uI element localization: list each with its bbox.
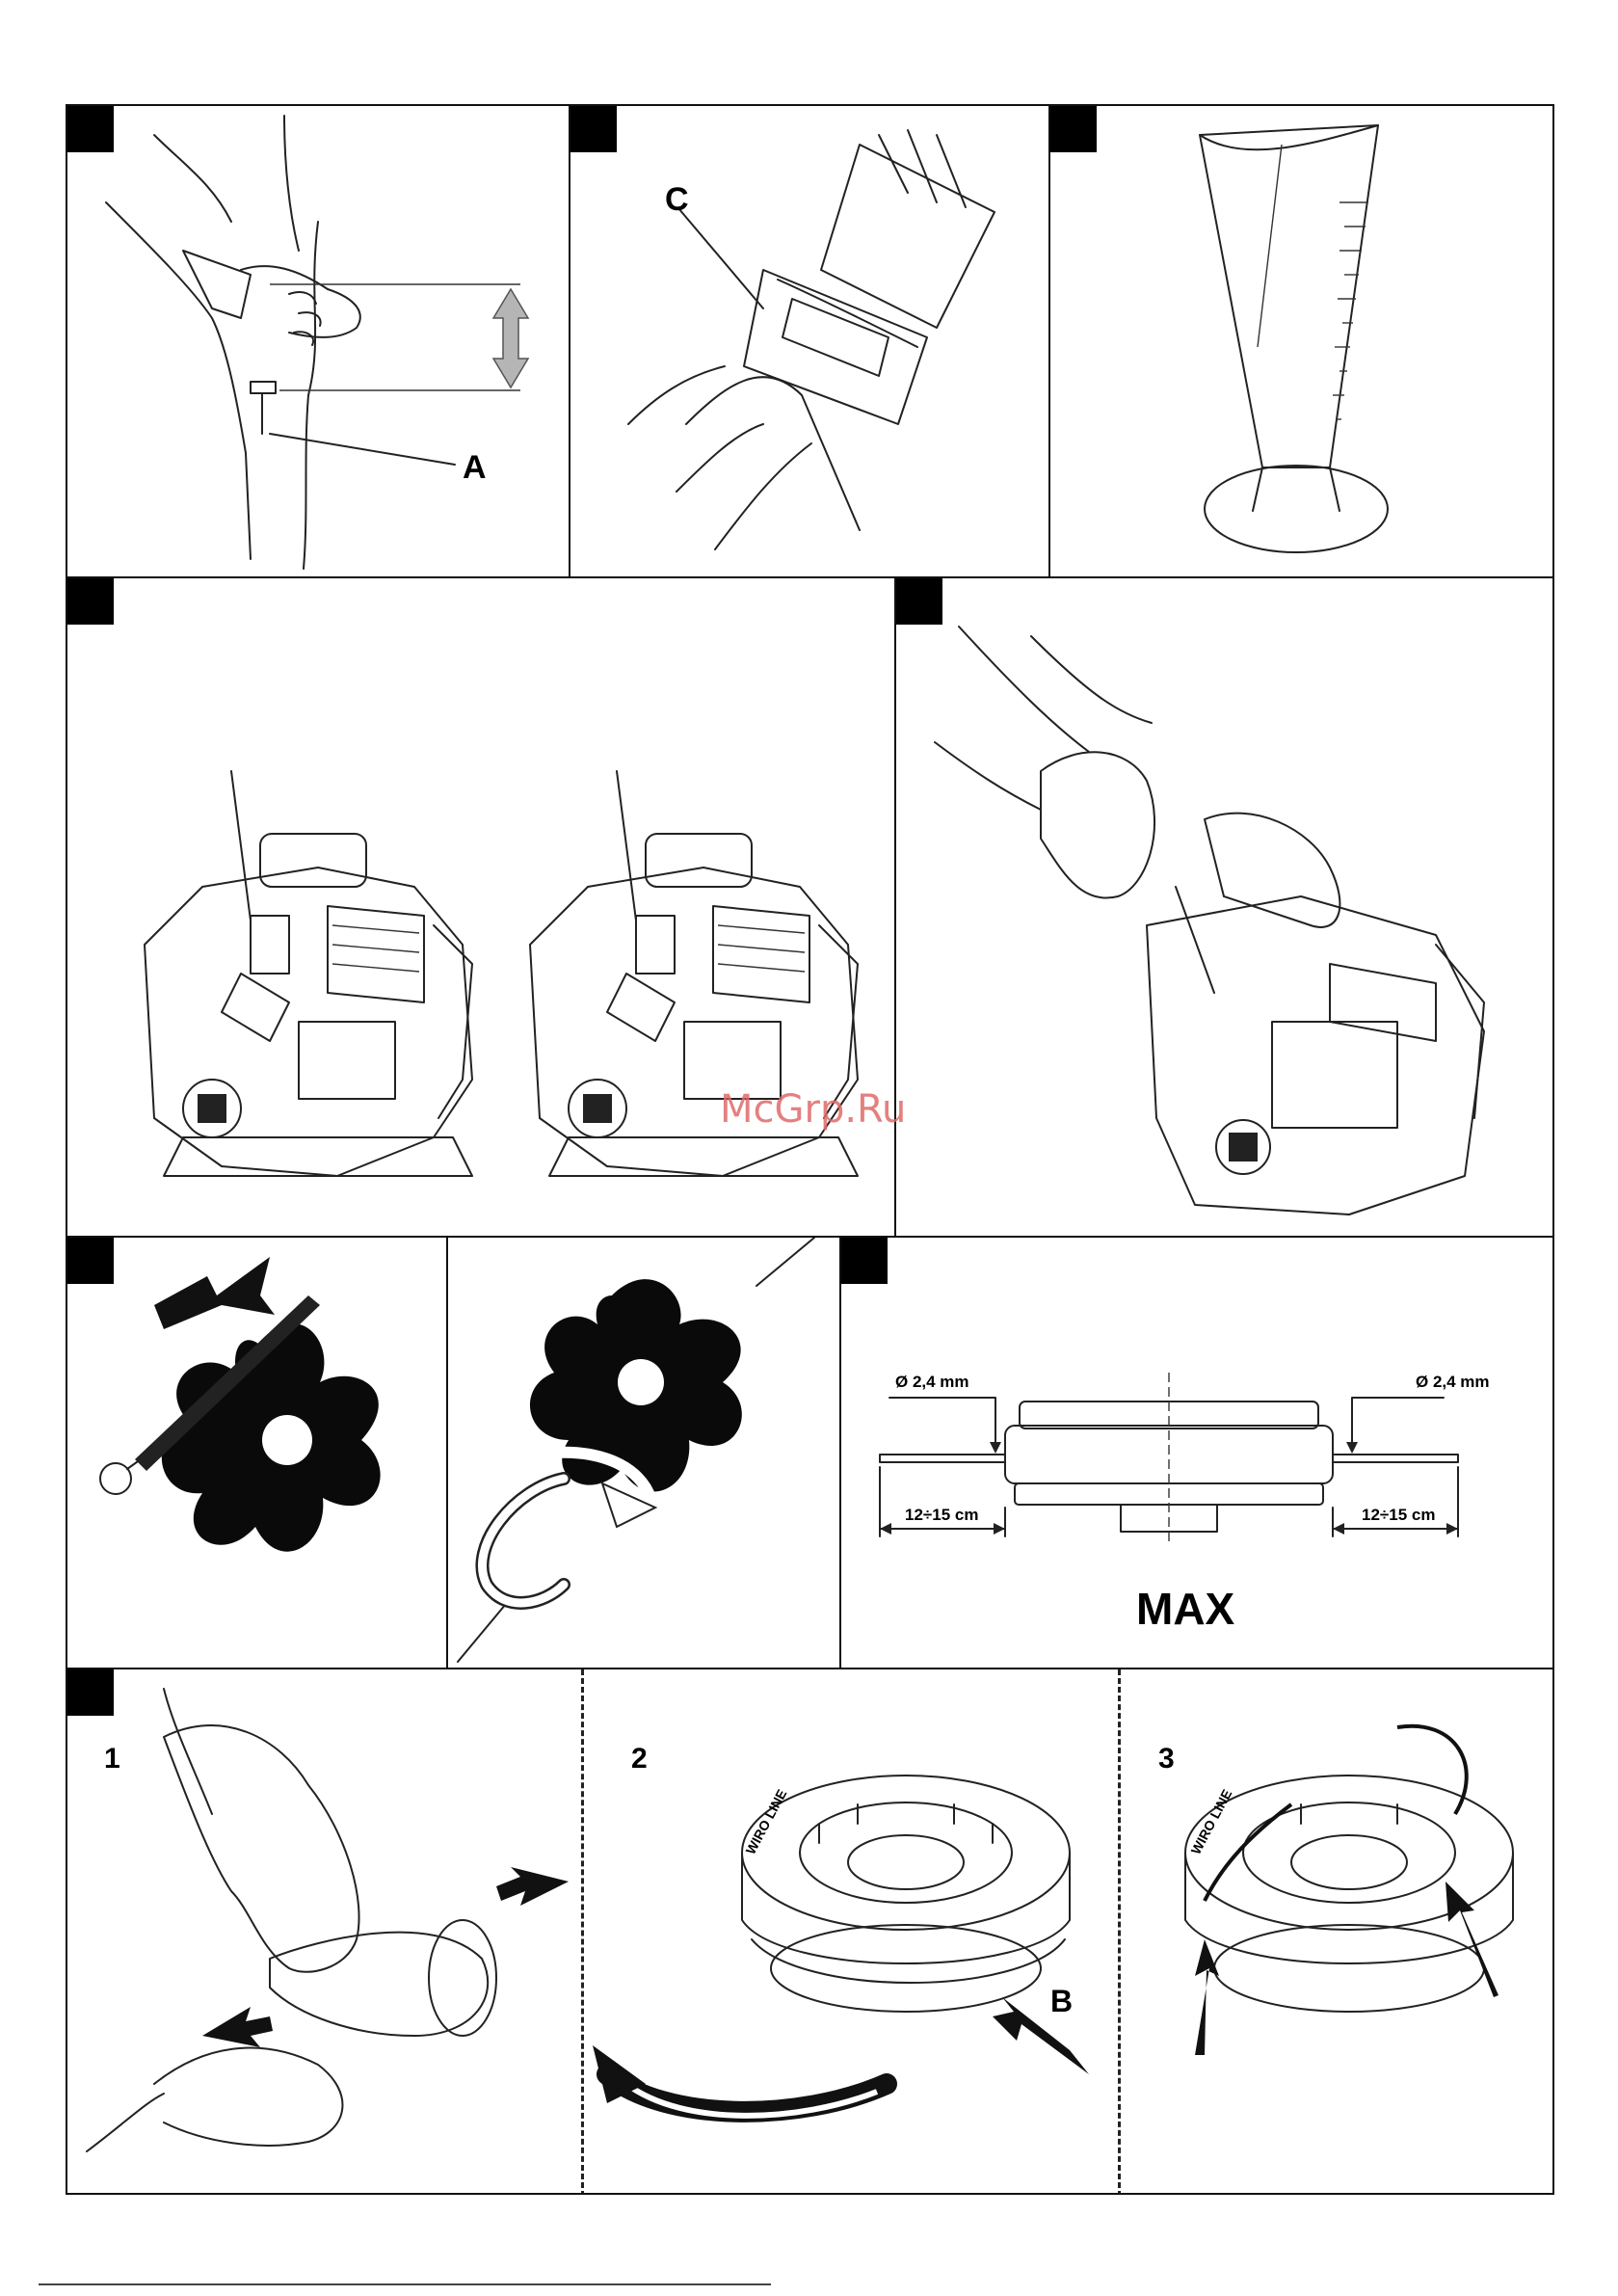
- panel-engine-switch: [66, 576, 896, 1238]
- panel-blade-rotate: [446, 1236, 841, 1669]
- panel-spool-loading: 1 2 3 B WIRO LINE: [66, 1668, 1554, 2195]
- panel-carburetor-adjust: [894, 576, 1554, 1238]
- blade-rotation-arrow: [448, 1238, 841, 1669]
- page-bottom-rule: [39, 2283, 771, 2285]
- label-A: A: [463, 449, 487, 487]
- panel-harness-height: A: [66, 104, 570, 578]
- panel-measuring-cup: [1048, 104, 1554, 578]
- blade-and-file: [67, 1238, 448, 1669]
- label-C: C: [665, 181, 689, 219]
- panel-blade-sharpen: [66, 1236, 448, 1669]
- step-3-illustration: [67, 1669, 1554, 2195]
- panel-line-length: Ø 2,4 mm Ø 2,4 mm 12÷15 cm 12÷15 cm MAX: [839, 1236, 1554, 1669]
- graduated-cylinder: [1050, 106, 1554, 578]
- gloved-hands-screwdriver: [896, 578, 1554, 1238]
- line-diameter-left: Ø 2,4 mm: [895, 1373, 969, 1392]
- engine-pair-illustration: [67, 578, 896, 1238]
- line-length-left: 12÷15 cm: [905, 1506, 978, 1525]
- buckle-illustration: [570, 106, 1050, 578]
- panel-harness-buckle: C: [569, 104, 1050, 578]
- watermark: McGrp.Ru: [720, 1087, 906, 1132]
- line-length-right: 12÷15 cm: [1362, 1506, 1435, 1525]
- max-label: MAX: [1136, 1583, 1234, 1635]
- line-diameter-right: Ø 2,4 mm: [1416, 1373, 1490, 1392]
- hip-hand-illustration: [67, 106, 570, 578]
